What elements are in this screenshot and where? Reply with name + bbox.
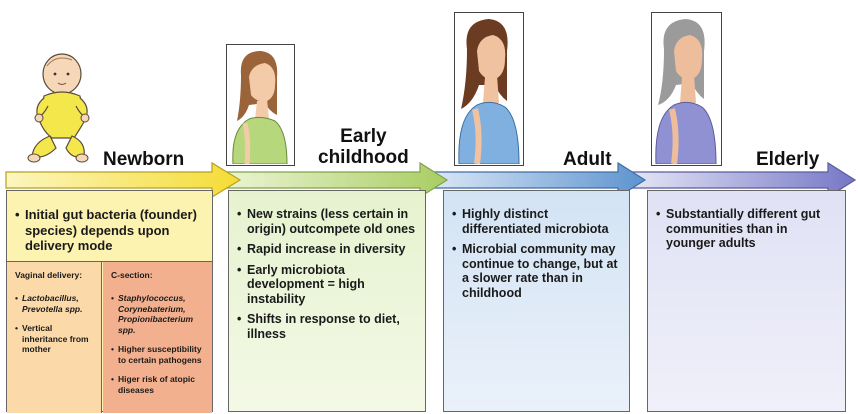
newborn-panel: Initial gut bacteria (founder) species) … xyxy=(6,190,213,412)
list-item: Higher susceptibility to certain pathoge… xyxy=(111,344,208,365)
elderly-woman-portrait-icon xyxy=(651,12,722,166)
list-item: Substantially different gut communities … xyxy=(656,207,837,251)
baby-icon xyxy=(22,52,100,166)
elderly-panel: Substantially different gut communities … xyxy=(647,190,846,412)
stage-title-line2: childhood xyxy=(318,147,409,168)
list-item: Lactobacillus, Prevotella spp. xyxy=(15,293,97,314)
list-item: Shifts in response to diet, illness xyxy=(237,312,417,341)
stage-title-newborn: Newborn xyxy=(103,149,184,170)
c-section-column: C-section: Staphylococcus, Corynebateriu… xyxy=(103,262,212,413)
list-item: Rapid increase in diversity xyxy=(237,242,417,257)
adult-panel: Highly distinct differentiated microbiot… xyxy=(443,190,630,412)
list-item: New strains (less certain in origin) out… xyxy=(237,207,417,236)
delivery-section: Vaginal delivery: Lactobacillus, Prevote… xyxy=(7,261,212,414)
early-childhood-panel: New strains (less certain in origin) out… xyxy=(228,190,426,412)
stage-title-early-childhood: Early childhood xyxy=(318,126,409,168)
stage-title-adult: Adult xyxy=(563,149,612,170)
vaginal-delivery-column: Vaginal delivery: Lactobacillus, Prevote… xyxy=(7,262,102,413)
list-item: Staphylococcus, Corynebaterium, Propioni… xyxy=(111,293,208,335)
c-section-heading: C-section: xyxy=(111,270,208,280)
stage-title-elderly: Elderly xyxy=(756,149,819,170)
list-item: Vertical inheritance from mother xyxy=(15,323,97,355)
list-item: Early microbiota development = high inst… xyxy=(237,263,417,307)
vaginal-delivery-heading: Vaginal delivery: xyxy=(15,270,97,280)
list-item: Higer risk of atopic diseases xyxy=(111,374,208,395)
girl-portrait-icon xyxy=(226,44,295,166)
list-item: Initial gut bacteria (founder) species) … xyxy=(15,207,204,254)
woman-portrait-icon xyxy=(454,12,524,166)
stage-title-line1: Early xyxy=(318,126,409,147)
list-item: Microbial community may continue to chan… xyxy=(452,242,621,300)
list-item: Highly distinct differentiated microbiot… xyxy=(452,207,621,236)
